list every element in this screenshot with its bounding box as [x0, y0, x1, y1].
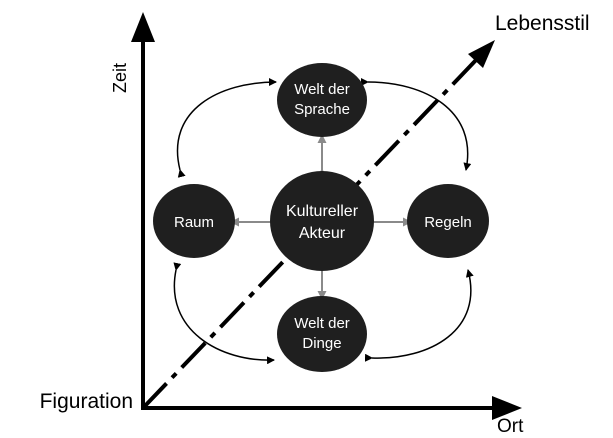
curve-top-left: [176, 78, 277, 178]
node-center-line2: Akteur: [299, 225, 346, 242]
node-top-line2: Sprache: [294, 101, 350, 118]
y-axis-arrowhead: [131, 12, 155, 42]
node-center: Kultureller Akteur: [270, 171, 374, 271]
diagonal-arrowhead: [468, 40, 495, 68]
node-center-line1: Kultureller: [286, 203, 359, 220]
x-axis-arrowhead: [492, 396, 522, 420]
curve-top-right: [360, 77, 472, 171]
diagonal-axis-label: Lebensstil: [495, 12, 590, 35]
node-right-label: Regeln: [424, 214, 472, 231]
node-left: Raum: [153, 184, 235, 258]
x-axis-label: Ort: [497, 416, 524, 437]
node-bottom: Welt der Dinge: [277, 296, 367, 372]
node-top-line1: Welt der: [294, 81, 350, 98]
node-bottom-line1: Welt der: [294, 315, 350, 332]
node-right: Regeln: [407, 184, 489, 258]
origin-label: Figuration: [40, 390, 133, 413]
curve-bottom-left: [173, 262, 275, 365]
node-top: Welt der Sprache: [277, 63, 367, 137]
node-left-label: Raum: [174, 214, 214, 231]
node-bottom-line2: Dinge: [302, 335, 341, 352]
curve-bottom-right: [364, 269, 474, 362]
y-axis-label: Zeit: [110, 63, 130, 93]
